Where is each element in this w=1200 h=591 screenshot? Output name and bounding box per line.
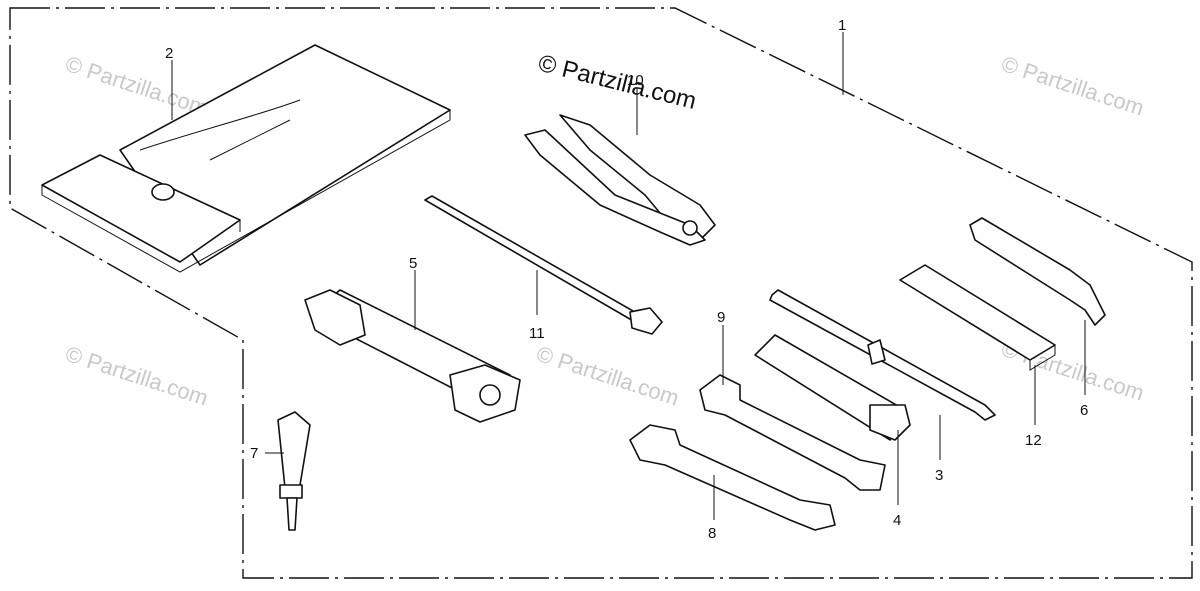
box-spanner-part	[304, 289, 521, 423]
wrench-8-part	[629, 424, 836, 531]
callout-2: 2	[165, 45, 173, 62]
callout-9: 9	[717, 309, 725, 326]
pin-spanner-part	[969, 217, 1106, 326]
screwdriver-bit-part	[277, 411, 311, 531]
kit-boundary-outline	[9, 7, 1193, 579]
callout-11: 11	[529, 325, 545, 342]
callout-1: 1	[838, 17, 846, 34]
driver-handle-part	[754, 334, 911, 441]
watermark-mid-left: © Partzilla.com	[62, 341, 211, 411]
screwdriver-part	[769, 289, 996, 421]
flat-bar-part	[899, 264, 1056, 371]
watermark-main: © Partzilla.com	[536, 50, 699, 115]
callout-numbers: 1 2 3 4 5 6 7 8 9 10 11 12	[165, 17, 1088, 542]
callout-12: 12	[1025, 432, 1042, 449]
watermark-top-right: © Partzilla.com	[998, 51, 1147, 121]
callout-3: 3	[935, 467, 943, 484]
callout-6: 6	[1080, 402, 1088, 419]
wrench-9-part	[699, 374, 886, 491]
watermark-top-left: © Partzilla.com	[62, 51, 211, 121]
callout-10: 10	[627, 72, 644, 89]
callout-7: 7	[250, 445, 258, 462]
callout-4: 4	[893, 512, 901, 529]
tool-bag-part	[41, 44, 451, 273]
callout-5: 5	[409, 255, 417, 272]
leader-lines	[171, 32, 1086, 520]
callout-8: 8	[708, 525, 716, 542]
watermark-center: © Partzilla.com	[533, 341, 682, 411]
pliers-part	[524, 114, 716, 246]
handle-rod-part	[424, 195, 663, 335]
